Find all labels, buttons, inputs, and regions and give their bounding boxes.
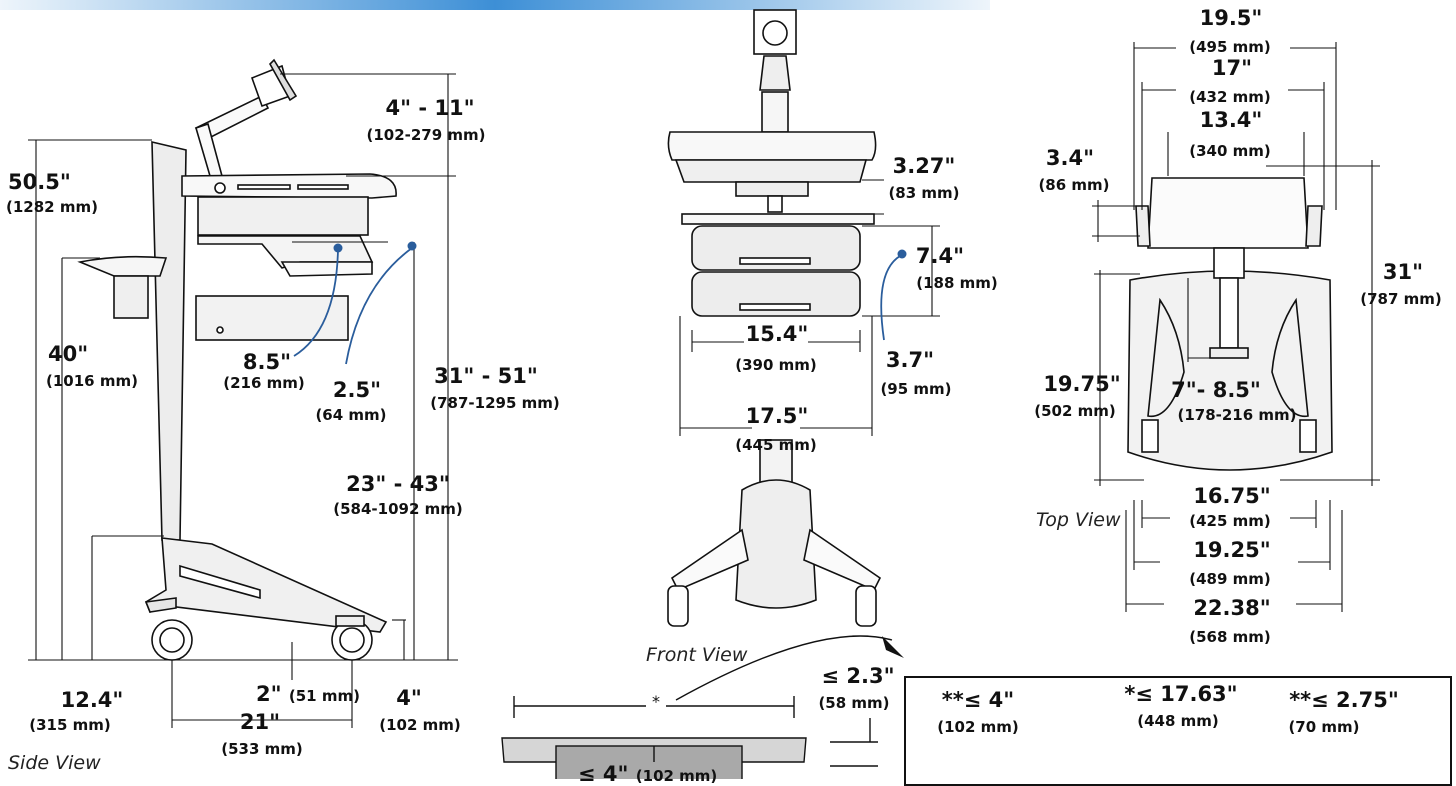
dim-7-8-5-value: 7"- 8.5" <box>1171 378 1261 402</box>
dim-19-75-value: 19.75" <box>1043 372 1121 396</box>
dim-16-75-mm: (425 mm) <box>1189 512 1271 530</box>
dim-31-mm: (787 mm) <box>1360 290 1442 308</box>
front-dimension-lines <box>679 179 940 436</box>
detail-le-4-mm: (102 mm) <box>937 718 1019 736</box>
dim-21-value: 21" <box>239 710 281 734</box>
dim-31-51-value: 31" - 51" <box>434 364 538 388</box>
dim-17-mm: (432 mm) <box>1189 88 1271 106</box>
dim-le-4-drawer: ≤ 4" (102 mm) <box>578 764 738 785</box>
dim-3-7-value: 3.7" <box>885 348 935 372</box>
dim-15-4-value: 15.4" <box>745 322 809 346</box>
dim-4-11-mm: (102-279 mm) <box>366 126 486 144</box>
detail-le-17-63-mm: (448 mm) <box>1137 712 1219 730</box>
dim-19-25-value: 19.25" <box>1193 538 1271 562</box>
dim-16-75-value: 16.75" <box>1193 484 1271 508</box>
dim-19-5-value: 19.5" <box>1199 6 1263 30</box>
dim-13-4-value: 13.4" <box>1199 108 1263 132</box>
dim-40-mm: (1016 mm) <box>46 372 138 390</box>
dim-23-43-value: 23" - 43" <box>346 472 450 496</box>
dim-2-inch: 2" <box>256 682 282 706</box>
dim-22-38-mm: (568 mm) <box>1189 628 1271 646</box>
callout-dot <box>333 243 343 253</box>
side-dimension-lines <box>28 73 458 728</box>
dim-le-4-inch: ≤ 4" <box>578 762 629 786</box>
side-view-title: Side View <box>8 752 101 774</box>
dim-le-4-mm: (102 mm) <box>635 767 718 785</box>
top-view-cart <box>1127 177 1333 471</box>
top-view-title: Top View <box>1036 509 1121 531</box>
detail-le-17-63-value: *≤ 17.63" <box>1124 682 1238 706</box>
dim-7-8-5-mm: (178-216 mm) <box>1177 406 1297 424</box>
dim-le-2-3-value: ≤ 2.3" <box>821 664 895 688</box>
dim-31-51-mm: (787-1295 mm) <box>430 394 560 412</box>
dim-2-5-value: 2.5" <box>332 378 382 402</box>
dim-3-27-value: 3.27" <box>892 154 956 178</box>
side-view-cart <box>77 58 397 661</box>
header-gradient-band <box>0 0 990 10</box>
dim-4-value: 4" <box>396 686 422 710</box>
dim-8-5-mm: (216 mm) <box>223 374 305 392</box>
drawer-detail-box: **≤ 4" (102 mm) *≤ 17.63" (448 mm) **≤ 2… <box>904 676 1452 786</box>
dim-le-2-3-mm: (58 mm) <box>818 694 890 712</box>
drawer-width-marker: * <box>652 692 660 711</box>
dim-7-4-mm: (188 mm) <box>916 274 998 292</box>
dim-21-mm: (533 mm) <box>221 740 303 758</box>
dim-50-5-value: 50.5" <box>8 170 71 194</box>
dim-2-mm: (51 mm) <box>288 687 360 705</box>
dim-8-5-value: 8.5" <box>242 350 292 374</box>
dim-19-75-mm: (502 mm) <box>1034 402 1116 420</box>
dim-4-mm: (102 mm) <box>379 716 461 734</box>
detail-le-2-75-mm: (70 mm) <box>1288 718 1360 736</box>
dim-17-5-value: 17.5" <box>745 404 809 428</box>
dim-4-11-value: 4" - 11" <box>385 96 475 120</box>
callout-dot <box>407 241 417 251</box>
dim-40-value: 40" <box>48 342 89 366</box>
dim-2-5-mm: (64 mm) <box>315 406 387 424</box>
dim-12-4-value: 12.4" <box>60 688 124 712</box>
dim-50-5-mm: (1282 mm) <box>6 198 98 216</box>
dim-3-4-value: 3.4" <box>1045 146 1095 170</box>
dim-17-5-mm: (445 mm) <box>735 436 817 454</box>
dim-2-value: 2" (51 mm) <box>256 684 366 705</box>
dim-23-43-mm: (584-1092 mm) <box>333 500 463 518</box>
dim-31-value: 31" <box>1382 260 1424 284</box>
dim-19-25-mm: (489 mm) <box>1189 570 1271 588</box>
front-view-title: Front View <box>646 644 748 666</box>
dim-3-27-mm: (83 mm) <box>888 184 960 202</box>
dim-7-4-value: 7.4" <box>915 244 965 268</box>
dim-22-38-value: 22.38" <box>1193 596 1271 620</box>
top-dimension-lines <box>1092 42 1380 612</box>
dim-17-value: 17" <box>1211 56 1253 80</box>
detail-le-2-75-value: **≤ 2.75" <box>1289 688 1399 712</box>
dim-3-4-mm: (86 mm) <box>1038 176 1110 194</box>
dim-19-5-mm: (495 mm) <box>1189 38 1271 56</box>
dim-3-7-mm: (95 mm) <box>880 380 952 398</box>
dim-13-4-mm: (340 mm) <box>1189 142 1271 160</box>
front-view-cart <box>667 9 882 627</box>
dim-12-4-mm: (315 mm) <box>29 716 111 734</box>
side-callout-leaders <box>293 247 413 365</box>
dim-15-4-mm: (390 mm) <box>735 356 817 374</box>
detail-le-4-value: **≤ 4" <box>941 688 1015 712</box>
drawer-section-drawing <box>501 635 893 779</box>
